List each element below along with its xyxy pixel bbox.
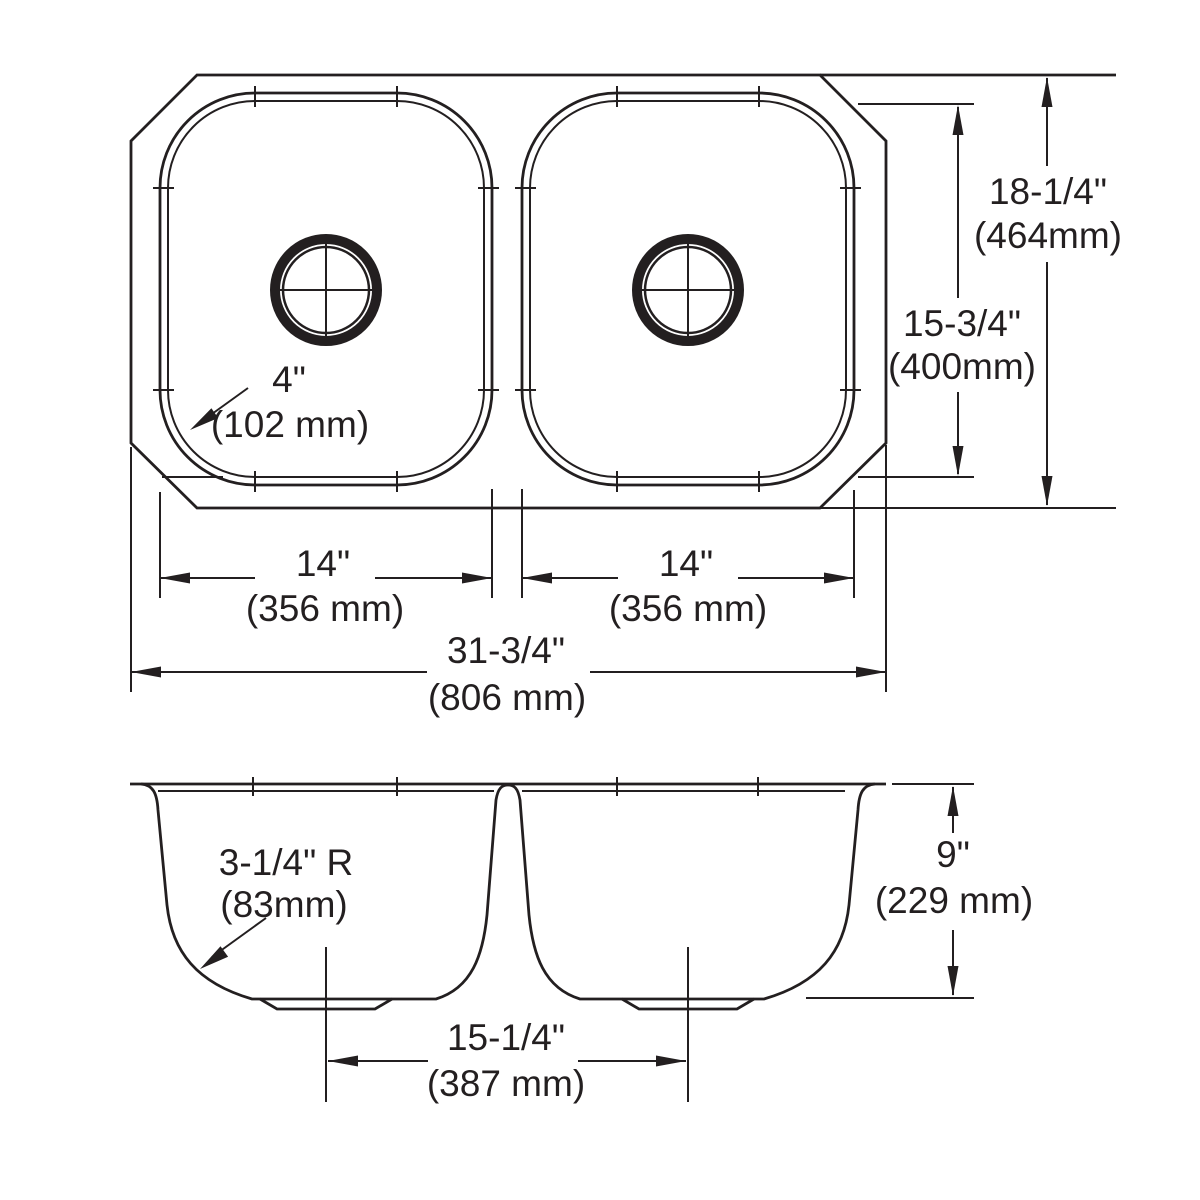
arrow-right-icon	[462, 572, 492, 584]
dim-bowl-front-back-metric: (400mm)	[888, 346, 1036, 387]
left-drain-symbol	[270, 234, 382, 346]
dim-bowl-depth-metric: (229 mm)	[875, 880, 1033, 921]
dim-overall-front-back: 18-1/4" (464mm)	[974, 77, 1122, 506]
dim-bowl-depth: 9" (229 mm)	[806, 783, 1033, 999]
arrow-down-icon	[952, 446, 964, 476]
dim-overall-front-back-metric: (464mm)	[974, 215, 1122, 256]
arrow-right-icon	[824, 572, 854, 584]
right-drain-symbol	[632, 234, 744, 346]
dim-corner-radius: 4" (102 mm)	[190, 359, 369, 445]
arrow-left-icon	[160, 572, 190, 584]
dim-drain-spacing-metric: (387 mm)	[427, 1063, 585, 1104]
dim-bowl-front-back: 15-3/4" (400mm)	[162, 103, 1036, 478]
arrow-leader-icon	[190, 408, 219, 430]
left-bowl-inner-edge	[167, 100, 485, 478]
dim-bottom-radius: 3-1/4" R (83mm)	[200, 842, 353, 969]
dim-left-bowl-width-inches: 14"	[296, 543, 350, 584]
arrow-left-icon	[522, 572, 552, 584]
dim-right-bowl-width-inches: 14"	[659, 543, 713, 584]
dim-bowl-depth-inches: 9"	[936, 834, 970, 875]
arrow-up-icon	[1041, 77, 1053, 107]
dim-overall-front-back-inches: 18-1/4"	[989, 171, 1107, 212]
right-bowl-tangent-ticks	[515, 86, 861, 492]
arrow-leader-icon	[200, 946, 229, 969]
arrow-left-icon	[328, 1055, 358, 1067]
left-bowl-tangent-ticks	[153, 86, 499, 492]
arrow-right-icon	[856, 666, 886, 678]
dim-drain-spacing: 15-1/4" (387 mm)	[328, 1017, 686, 1104]
bowl-section-profile	[140, 782, 876, 1001]
right-bowl-outer-edge	[520, 91, 856, 487]
left-bowl-outer-edge	[158, 91, 494, 487]
rim-tangent-ticks	[252, 777, 759, 796]
right-bowl-inner-edge	[529, 100, 847, 478]
dim-bottom-radius-metric: (83mm)	[220, 884, 347, 925]
dim-bowl-front-back-inches: 15-3/4"	[903, 303, 1021, 344]
arrow-left-icon	[131, 666, 161, 678]
arrow-up-icon	[952, 105, 964, 135]
arrow-down-icon	[1041, 476, 1053, 506]
arrow-down-icon	[947, 966, 959, 996]
arrow-right-icon	[656, 1055, 686, 1067]
dim-right-bowl-width: 14" (356 mm)	[521, 489, 855, 629]
dim-right-bowl-width-metric: (356 mm)	[609, 588, 767, 629]
dim-left-bowl-width-metric: (356 mm)	[246, 588, 404, 629]
arrow-up-icon	[947, 786, 959, 816]
dim-overall-width: 31-3/4" (806 mm)	[130, 445, 887, 718]
dim-corner-radius-inches: 4"	[272, 359, 306, 400]
left-bowl	[153, 86, 499, 492]
right-bowl	[515, 86, 861, 492]
dim-drain-spacing-inches: 15-1/4"	[447, 1017, 565, 1058]
dim-corner-radius-metric: (102 mm)	[211, 404, 369, 445]
section-view: 3-1/4" R (83mm) 9" (229 mm) 15-1/4" (387…	[130, 777, 1033, 1104]
top-view: 15-3/4" (400mm) 18-1/4" (464mm) 4" (102 …	[129, 73, 1122, 718]
dim-overall-width-inches: 31-3/4"	[447, 630, 565, 671]
dim-left-bowl-width: 14" (356 mm)	[159, 489, 493, 629]
dim-overall-width-metric: (806 mm)	[428, 677, 586, 718]
dim-bottom-radius-inches: 3-1/4" R	[219, 842, 353, 883]
